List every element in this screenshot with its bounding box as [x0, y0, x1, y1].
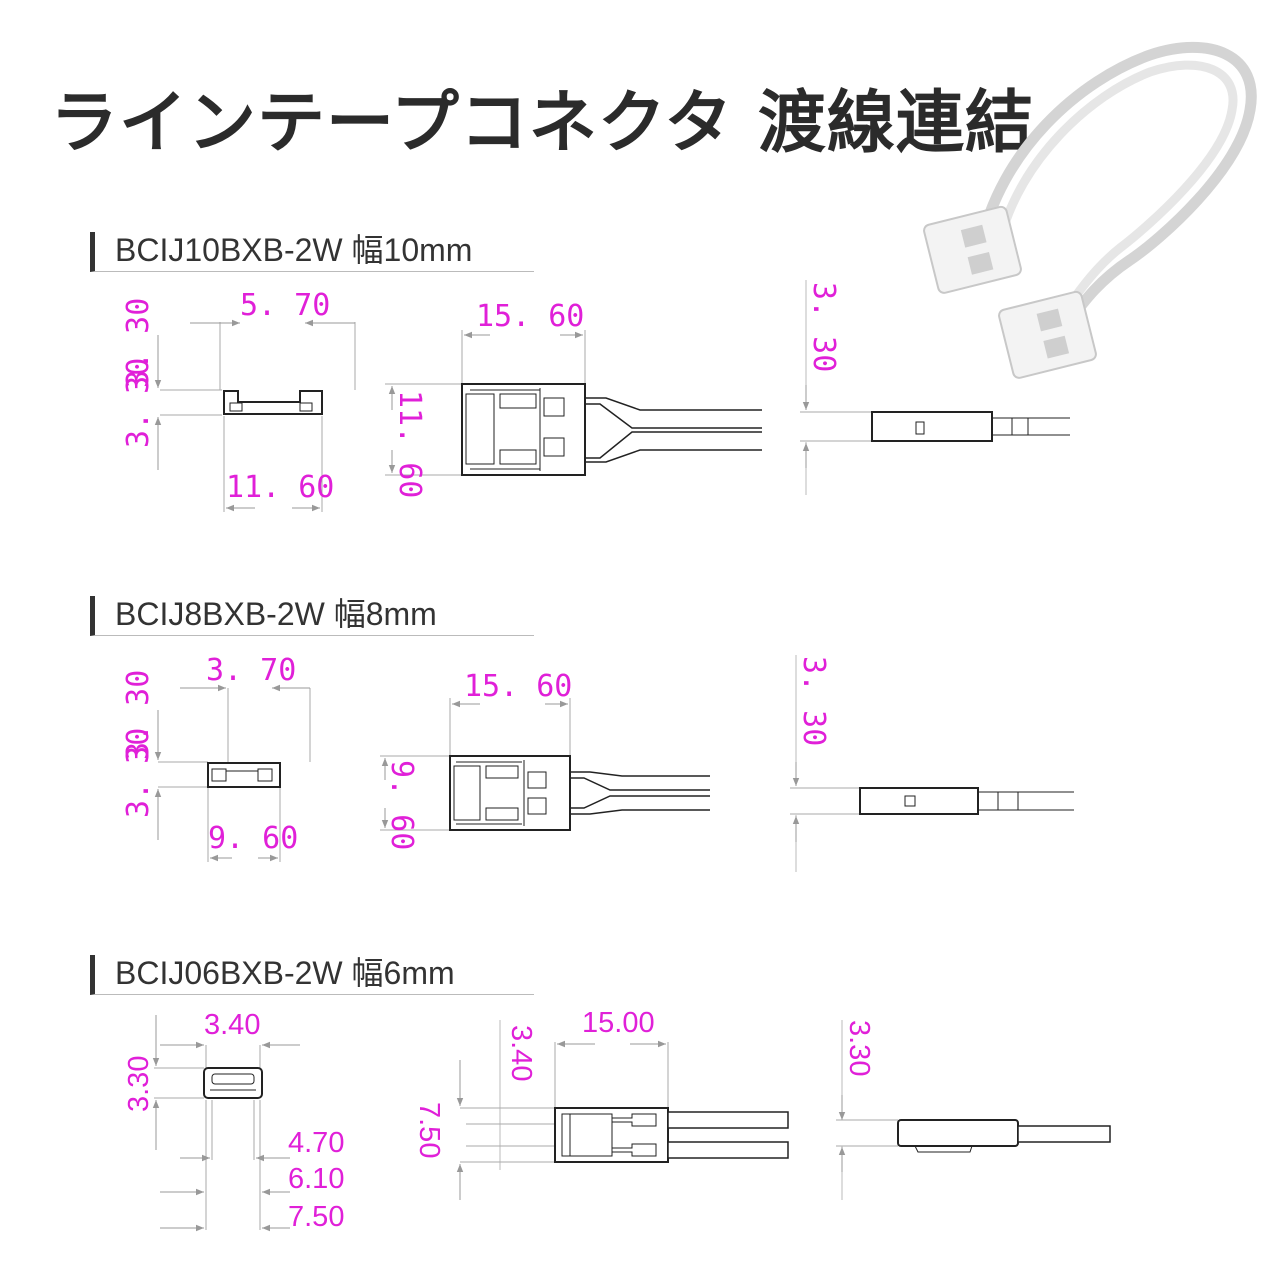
dim-height: 3.30 [123, 1056, 155, 1112]
dim-height-lower: 3. 30 [121, 728, 156, 818]
dim-width: 7.50 [413, 1102, 445, 1158]
dim-length: 15. 60 [476, 299, 584, 334]
section-heading-6mm: BCIJ06BXB-2W 幅6mm [90, 955, 534, 995]
section-heading-text: BCIJ8BXB-2W 幅8mm [115, 596, 437, 632]
dim-side-height: 3.30 [843, 1020, 875, 1076]
dim-c: 7.50 [288, 1201, 344, 1233]
dim-length: 15.00 [582, 1007, 655, 1039]
dim-bottom-width: 9. 60 [208, 821, 298, 856]
dim-a: 4.70 [288, 1127, 344, 1159]
dim-side-height: 3. 30 [806, 282, 841, 372]
side-view-8mm: 3. 30 [790, 655, 1074, 872]
end-view-10mm: 5. 70 3. 30 3. 30 11. 60 [121, 288, 356, 512]
dim-side-height: 3. 30 [796, 656, 831, 746]
section-heading-text: BCIJ10BXB-2W 幅10mm [115, 232, 473, 268]
side-view-10mm: 3. 30 [800, 280, 1070, 495]
end-view-8mm: 3. 70 3. 30 3. 30 9. 60 [121, 653, 311, 862]
dim-bottom-width: 11. 60 [226, 470, 334, 505]
end-view-6mm: 3.40 3.30 4.70 6.10 7.50 [123, 1009, 344, 1233]
dim-length: 15. 60 [464, 669, 572, 704]
dim-top-width: 5. 70 [240, 288, 330, 323]
dim-height: 3. 30 [121, 298, 156, 388]
product-photo [923, 42, 1257, 379]
dim-width: 9. 60 [384, 760, 419, 850]
dim-height-lower: 3. 30 [121, 358, 156, 448]
plan-view-6mm: 15.00 3.40 7.50 [413, 1007, 789, 1200]
dim-top-width: 3. 70 [206, 653, 296, 688]
section-heading-8mm: BCIJ8BXB-2W 幅8mm [90, 596, 534, 636]
side-view-6mm: 3.30 [836, 1020, 1111, 1200]
plan-view-8mm: 15. 60 9. 60 [380, 669, 710, 850]
dim-pin-offset: 3.40 [505, 1025, 537, 1081]
dim-width: 11. 60 [392, 390, 427, 498]
plan-view-10mm: 15. 60 11. 60 [385, 299, 762, 498]
section-heading-text: BCIJ06BXB-2W 幅6mm [115, 955, 455, 991]
section-heading-10mm: BCIJ10BXB-2W 幅10mm [90, 232, 534, 272]
page-title: ラインテープコネクタ 渡線連結 [50, 84, 1034, 163]
dim-height: 3. 30 [121, 670, 156, 760]
dim-b: 6.10 [288, 1163, 344, 1195]
dim-top-width: 3.40 [204, 1009, 260, 1041]
